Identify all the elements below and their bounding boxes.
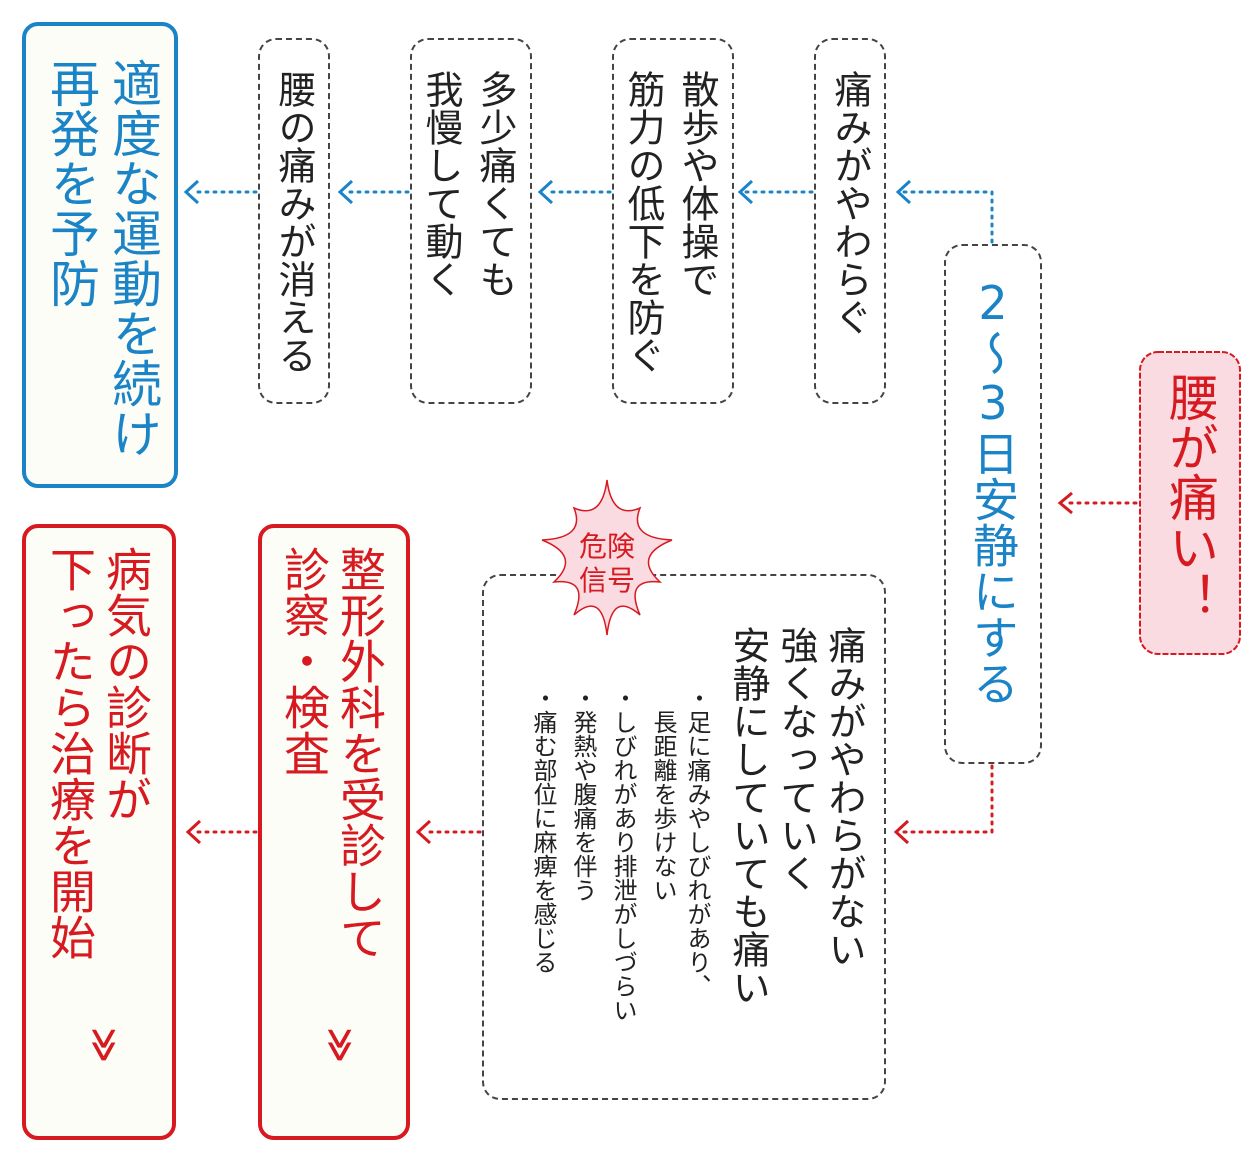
arrowhead-danger-to-clinic <box>415 819 432 845</box>
danger-sign-item: ・足に痛みやしびれがあり、 長距離を歩けない <box>649 686 711 998</box>
treatment-label: 病気の診断が 下ったら治療を開始 <box>43 546 153 960</box>
arrowhead-clinic-to-treatment <box>185 819 202 845</box>
step-move-through-pain: 多少痛くても 我慢して動く <box>410 38 532 404</box>
arrowhead-step2-to-step3 <box>537 179 554 205</box>
danger-sign-item: ・しびれがあり排泄がしづらい <box>609 686 637 1022</box>
danger-signs-list: ・足に痛みやしびれがあり、 長距離を歩けない ・しびれがあり排泄がしづらい ・発… <box>514 686 714 1022</box>
danger-sign-item: ・痛む部位に麻痺を感じる <box>529 686 557 974</box>
arrow-rest-to-step1 <box>898 190 994 244</box>
danger-sign-item: ・発熱や腹痛を伴う <box>569 686 597 902</box>
treatment-node: 病気の診断が 下ったら治療を開始 ≫ <box>22 524 176 1140</box>
danger-main-text: 痛みがやわらがない 強くなっていく 安静にしていても痛い <box>726 626 866 1006</box>
clinic-node: 整形外科を受診して 診察・検査 ≫ <box>258 524 410 1140</box>
arrowhead-step1-to-step2 <box>737 179 754 205</box>
chevron-down-icon: ≫ <box>83 1027 124 1063</box>
step-walk-exercise: 散歩や体操で 筋力の低下を防ぐ <box>612 38 734 404</box>
danger-box: 痛みがやわらがない 強くなっていく 安静にしていても痛い ・足に痛みやしびれがあ… <box>482 574 886 1100</box>
arrowhead-rest-to-danger <box>893 819 910 845</box>
danger-badge-label: 危険 信号 <box>578 530 635 597</box>
step-pain-eases: 痛みがやわらぐ <box>814 38 886 404</box>
clinic-label: 整形外科を受診して 診察・検査 <box>277 546 387 960</box>
arrowhead-start-to-rest <box>1057 491 1073 515</box>
arrowhead-step4-to-result <box>183 179 200 205</box>
result-prevent-recurrence: 適度な運動を続け 再発を予防 <box>22 22 178 488</box>
arrowhead-rest-to-step1 <box>895 179 912 205</box>
arrow-rest-to-danger <box>900 764 994 834</box>
arrowhead-step3-to-step4 <box>337 179 354 205</box>
chevron-down-icon: ≫ <box>319 1027 360 1063</box>
rest-node: 2〜3日安静にする <box>944 244 1042 764</box>
start-box-shape <box>1139 351 1241 655</box>
step-pain-gone: 腰の痛みが消える <box>258 38 330 404</box>
start-node: 腰が痛い！ <box>1161 372 1219 622</box>
